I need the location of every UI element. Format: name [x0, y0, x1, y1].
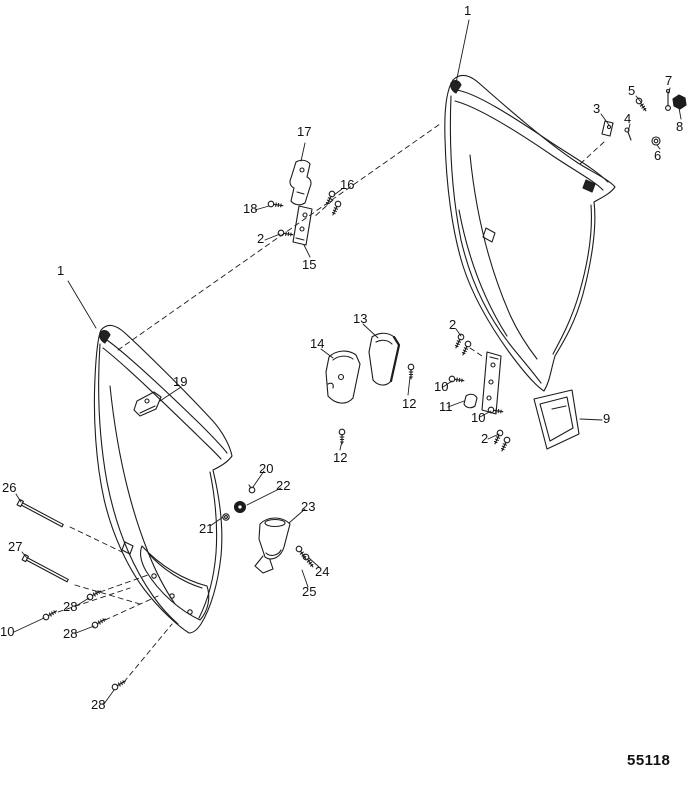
part-callout: 1 [57, 263, 65, 278]
part-callout: 27 [8, 539, 23, 554]
part-callout: 21 [199, 521, 214, 536]
part-callout: 9 [603, 411, 611, 426]
part-callout: 6 [654, 148, 662, 163]
part-callout: 10 [471, 410, 486, 425]
part-callout: 3 [593, 101, 601, 116]
latch-assembly-part10-11 [464, 352, 501, 414]
part-callout: 5 [628, 83, 636, 98]
dashed-leader-lines [58, 124, 604, 682]
part-callout: 20 [259, 461, 274, 476]
top-fasteners-parts3-8 [602, 90, 686, 146]
latch-lever-part17 [290, 160, 311, 204]
part-callout: 25 [302, 584, 317, 599]
part-callout: 11 [439, 399, 453, 414]
part-callout: 10 [0, 624, 15, 639]
part-callout: 7 [665, 73, 673, 88]
part-callout: 10 [434, 379, 449, 394]
part-callout: 13 [353, 311, 368, 326]
plate-part13 [369, 333, 399, 385]
part-callout: 17 [297, 124, 312, 139]
latch-plate-part15 [293, 206, 312, 245]
part-callout: 28 [63, 599, 78, 614]
part-callout: 23 [301, 499, 316, 514]
part-callout: 8 [676, 119, 684, 134]
plate-part14 [326, 351, 360, 403]
bracket-part9 [534, 390, 579, 449]
diagram-part-number: 55118 [627, 752, 671, 769]
grommet-parts-20-21-22 [223, 485, 255, 520]
part-callout: 15 [302, 257, 317, 272]
part-callout: 16 [340, 177, 355, 192]
part-callout: 19 [173, 374, 188, 389]
part-callout: 28 [91, 697, 106, 712]
part-callout: 4 [624, 111, 632, 126]
part-callout: 2 [481, 431, 489, 446]
left-cowl-half [94, 325, 232, 633]
bracket-part19 [134, 392, 161, 416]
part-callout: 12 [333, 450, 348, 465]
leader-lines [14, 20, 681, 704]
right-cowl-half [445, 75, 615, 391]
part-callout: 2 [449, 317, 457, 332]
part-callout: 12 [402, 396, 417, 411]
part-callout: 24 [315, 564, 330, 579]
screws [16, 189, 512, 692]
part-callout: 14 [310, 336, 325, 351]
part-callout: 26 [2, 480, 17, 495]
funnel-bracket-part23 [255, 518, 290, 573]
part-callout: 22 [276, 478, 291, 493]
part-callout: 2 [257, 231, 265, 246]
part-callout: 1 [464, 3, 472, 18]
part-callout: 18 [243, 201, 258, 216]
part-callout: 28 [63, 626, 78, 641]
